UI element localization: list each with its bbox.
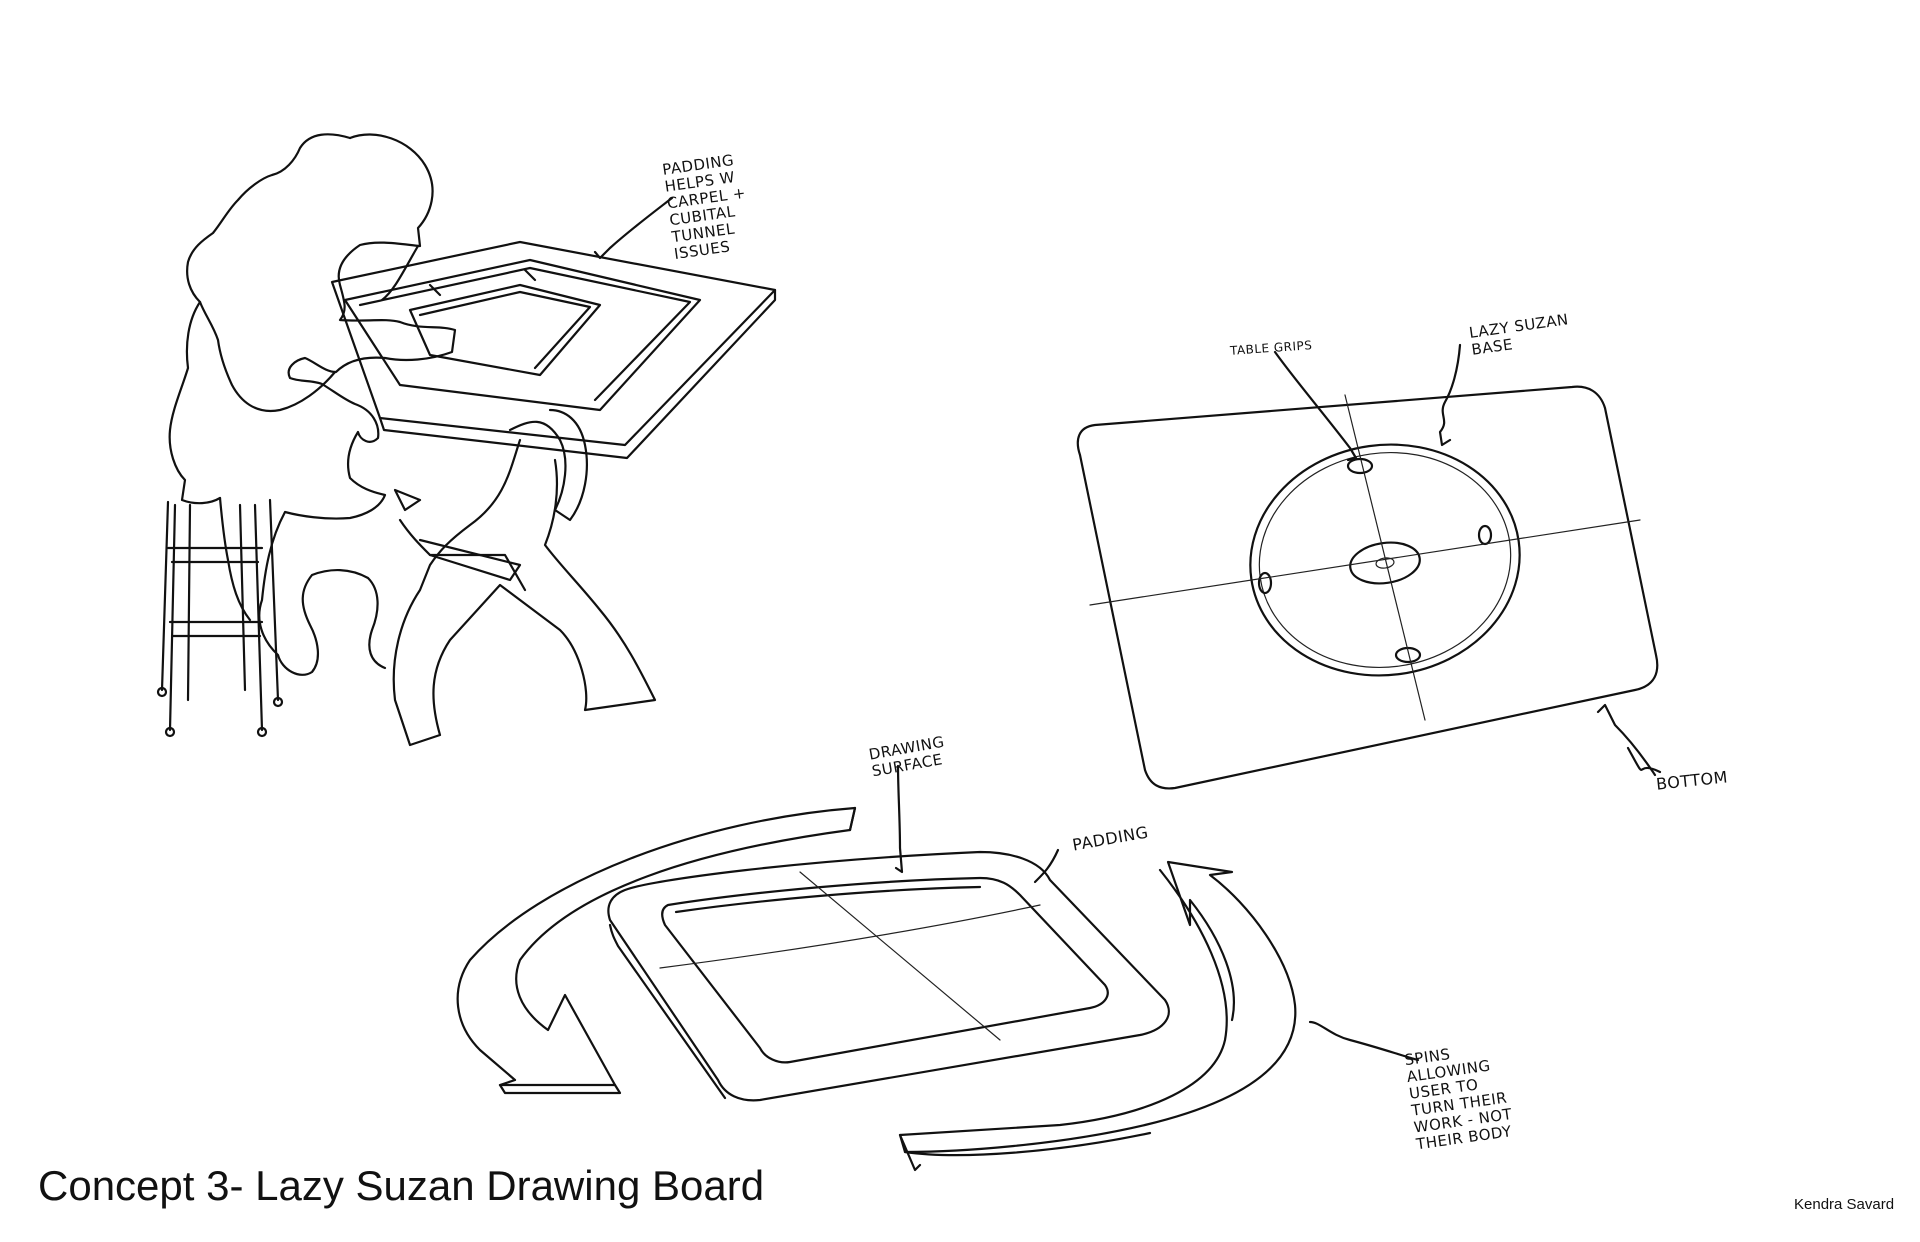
annotation-spins: SPINS ALLOWING USER TO TURN THEIR WORK -… xyxy=(1403,1044,1514,1154)
annotation-leaders xyxy=(593,196,1662,1062)
rotating-drawing-board xyxy=(607,850,1170,1102)
rotation-arrow-left xyxy=(456,806,857,1095)
drafting-table xyxy=(330,240,777,747)
page-title: Concept 3- Lazy Suzan Drawing Board xyxy=(38,1162,765,1209)
rotation-arrow-right xyxy=(898,860,1297,1172)
person-silhouette xyxy=(168,133,457,676)
base-plate-bottom-view xyxy=(1076,385,1659,790)
annotation-padding-carpel: PADDING HELPS W CARPEL + CUBITAL TUNNEL … xyxy=(661,150,747,264)
stool xyxy=(156,498,284,738)
author-credit: Kendra Savard xyxy=(1794,1196,1895,1213)
